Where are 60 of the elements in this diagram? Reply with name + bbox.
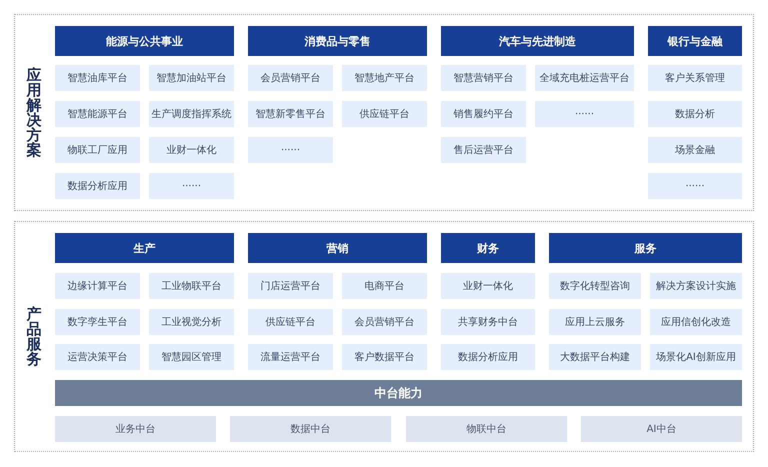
category-header: 能源与公共事业 (55, 26, 234, 56)
item-tile: 销售履约平台 (441, 101, 526, 127)
category-header: 银行与金融 (648, 26, 742, 56)
item-tile: 边缘计算平台 (55, 273, 140, 299)
item-tile: 售后运营平台 (441, 137, 526, 163)
category-header: 汽车与先进制造 (441, 26, 634, 56)
platform-tile: 业务中台 (55, 416, 216, 442)
item-tile: 供应链平台 (248, 309, 333, 335)
dashed-panel (14, 221, 754, 452)
item-tile: 数字化转型咨询 (549, 273, 641, 299)
item-tile: 场景化AI创新应用 (650, 344, 742, 370)
item-tile: 智慧油库平台 (55, 65, 140, 91)
item-tile: ······ (648, 173, 742, 199)
item-tile: 会员营销平台 (248, 65, 333, 91)
item-tile: 门店运营平台 (248, 273, 333, 299)
item-tile: ······ (535, 101, 634, 127)
platform-tile: 物联中台 (406, 416, 567, 442)
item-tile: 智慧地产平台 (342, 65, 427, 91)
item-tile: 智慧能源平台 (55, 101, 140, 127)
platform-tile: 数据中台 (230, 416, 391, 442)
item-tile: 供应链平台 (342, 101, 427, 127)
item-tile: 数据分析应用 (441, 344, 535, 370)
item-tile: 智慧园区管理 (149, 344, 234, 370)
section-title: 应用解决方案 (26, 68, 42, 158)
item-tile: 共享财务中台 (441, 309, 535, 335)
item-tile: 数据分析应用 (55, 173, 140, 199)
item-tile: 解决方案设计实施 (650, 273, 742, 299)
item-tile: 全域充电桩运营平台 (535, 65, 634, 91)
item-tile: 客户数据平台 (342, 344, 427, 370)
item-tile: 应用上云服务 (549, 309, 641, 335)
category-header: 营销 (248, 233, 427, 263)
item-tile: ······ (248, 137, 333, 163)
category-header: 服务 (549, 233, 742, 263)
item-tile: 智慧营销平台 (441, 65, 526, 91)
item-tile: 会员营销平台 (342, 309, 427, 335)
item-tile: ······ (149, 173, 234, 199)
item-tile: 数据分析 (648, 101, 742, 127)
category-header: 财务 (441, 233, 535, 263)
capability-bar: 中台能力 (55, 380, 742, 406)
item-tile: 智慧加油站平台 (149, 65, 234, 91)
item-tile: 应用信创化改造 (650, 309, 742, 335)
item-tile: 场景金融 (648, 137, 742, 163)
section-title: 产品服务 (26, 306, 42, 366)
item-tile: 电商平台 (342, 273, 427, 299)
item-tile: 运营决策平台 (55, 344, 140, 370)
item-tile: 生产调度指挥系统 (149, 101, 234, 127)
item-tile: 智慧新零售平台 (248, 101, 333, 127)
category-header: 消费品与零售 (248, 26, 427, 56)
item-tile: 数字孪生平台 (55, 309, 140, 335)
item-tile: 物联工厂应用 (55, 137, 140, 163)
dashed-panel (14, 14, 754, 211)
item-tile: 大数据平台构建 (549, 344, 641, 370)
item-tile: 流量运营平台 (248, 344, 333, 370)
platform-tile: AI中台 (581, 416, 742, 442)
item-tile: 工业物联平台 (149, 273, 234, 299)
category-header: 生产 (55, 233, 234, 263)
item-tile: 业财一体化 (441, 273, 535, 299)
item-tile: 工业视觉分析 (149, 309, 234, 335)
item-tile: 业财一体化 (149, 137, 234, 163)
item-tile: 客户关系管理 (648, 65, 742, 91)
